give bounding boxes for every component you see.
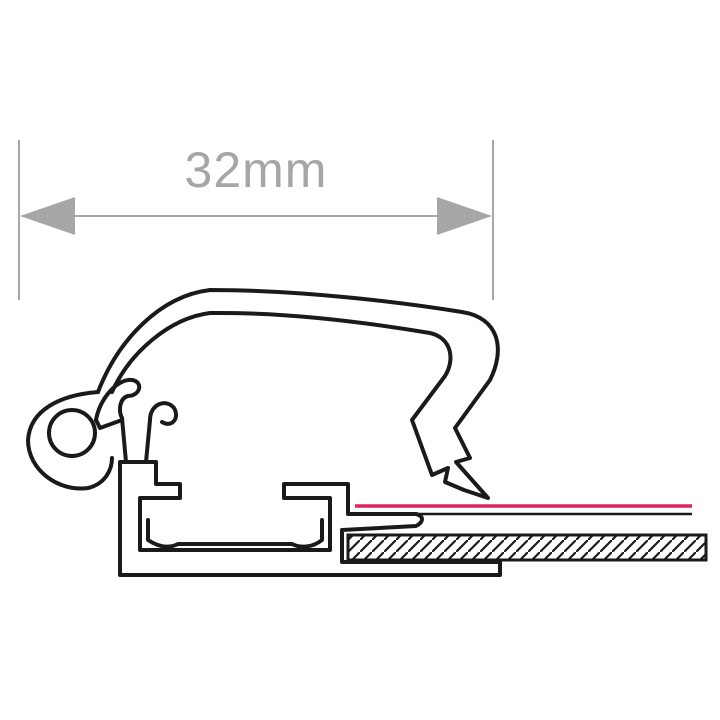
hinge-clip-stem — [94, 416, 152, 464]
base-extrusion-outer — [118, 460, 502, 577]
hinge-clip-hook-left — [94, 377, 142, 422]
backing-board-hatch — [346, 533, 708, 562]
hinge-clip — [94, 377, 179, 464]
backing-board — [346, 533, 708, 562]
dimension-arrowhead-left — [20, 197, 75, 235]
snap-cover-lid — [26, 288, 500, 500]
dimension-arrowhead-right — [437, 197, 492, 235]
snap-cover-hinge-bead — [26, 390, 114, 491]
snap-cover-outer-contour — [96, 288, 500, 500]
hinge-clip-hook-right — [148, 401, 179, 426]
base-extrusion — [118, 460, 502, 577]
width-dimension: 32mm — [18, 140, 494, 300]
hinge-pin-circle — [47, 408, 97, 458]
base-channel-inner — [146, 518, 324, 549]
dimension-label: 32mm — [185, 142, 328, 198]
